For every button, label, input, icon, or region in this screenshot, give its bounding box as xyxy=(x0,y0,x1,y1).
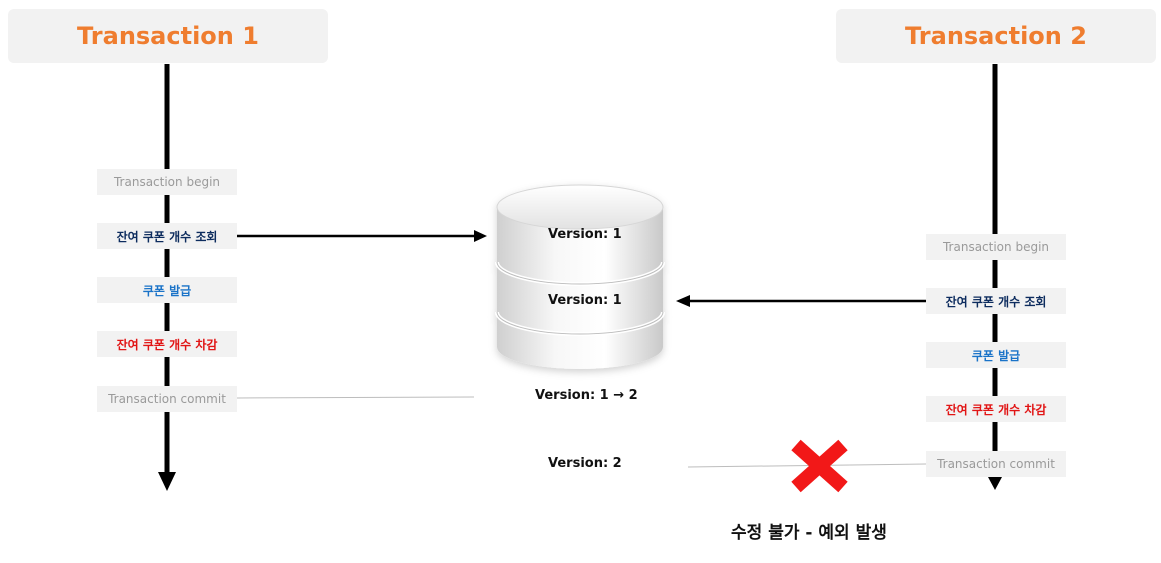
t1-step-decrement: 잔여 쿠폰 개수 차감 xyxy=(97,331,237,357)
t2-read-arrow xyxy=(676,295,926,307)
t2-step-commit: Transaction commit xyxy=(926,451,1066,477)
transaction2-timeline xyxy=(988,64,1002,490)
t1-step-issue: 쿠폰 발급 xyxy=(97,277,237,303)
exception-message: 수정 불가 - 예외 발생 xyxy=(731,523,887,543)
transaction1-title: Transaction 1 xyxy=(8,9,328,63)
db-version-change: Version: 1 → 2 xyxy=(535,388,638,403)
t1-read-arrow xyxy=(237,230,487,242)
t1-step-commit: Transaction commit xyxy=(97,386,237,412)
t1-step-begin: Transaction begin xyxy=(97,169,237,195)
t2-step-read: 잔여 쿠폰 개수 조회 xyxy=(926,288,1066,314)
t2-commit-line xyxy=(687,463,927,468)
red-x-icon xyxy=(791,439,848,493)
t1-commit-line xyxy=(236,396,475,399)
t2-step-decrement: 잔여 쿠폰 개수 차감 xyxy=(926,396,1066,422)
db-version-middle: Version: 1 xyxy=(548,293,622,308)
t1-step-read: 잔여 쿠폰 개수 조회 xyxy=(97,223,237,249)
db-version-current: Version: 2 xyxy=(548,456,622,471)
transaction2-title: Transaction 2 xyxy=(836,9,1156,63)
t2-step-begin: Transaction begin xyxy=(926,234,1066,260)
database-cylinder-icon xyxy=(495,184,665,369)
db-version-top: Version: 1 xyxy=(548,227,622,242)
t2-step-issue: 쿠폰 발급 xyxy=(926,342,1066,368)
